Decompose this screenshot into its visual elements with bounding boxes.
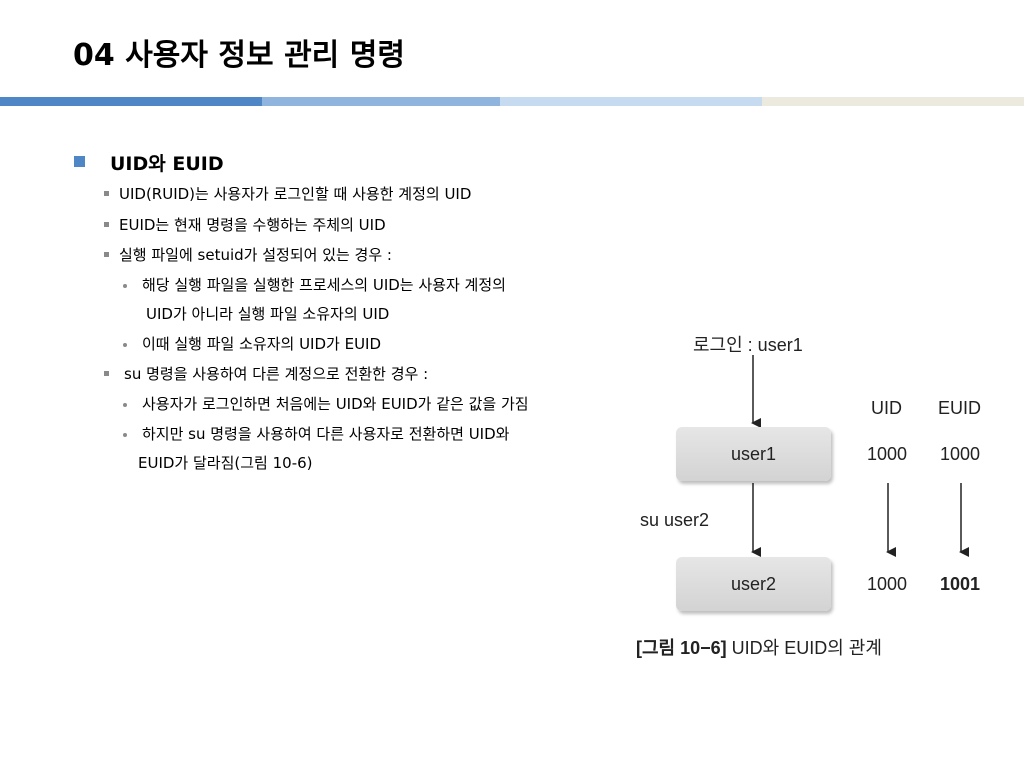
bullet-item: UID(RUID)는 사용자가 로그인할 때 사용한 계정의 UID xyxy=(119,185,472,203)
bullet-dot-icon xyxy=(123,284,127,288)
sub-bullet-item: 해당 실행 파일을 실행한 프로세스의 UID는 사용자 계정의 xyxy=(142,276,506,294)
slide-title: 04 사용자 정보 관리 명령 xyxy=(73,38,405,73)
bullet-item: 실행 파일에 setuid가 설정되어 있는 경우 : xyxy=(119,246,392,264)
user1-box: user1 xyxy=(676,427,831,481)
bullet-item: su 명령을 사용하여 다른 계정으로 전환한 경우 : xyxy=(124,365,429,383)
header-band-segment-1 xyxy=(0,97,262,106)
bullet-square-icon xyxy=(104,252,109,257)
bullet-square-icon xyxy=(104,371,109,376)
sub-bullet-item: 하지만 su 명령을 사용하여 다른 사용자로 전환하면 UID와 xyxy=(142,425,510,443)
header-band-segment-2 xyxy=(262,97,500,106)
bullet-dot-icon xyxy=(123,403,127,407)
bullet-square-icon xyxy=(104,191,109,196)
figure-caption-text: UID와 EUID의 관계 xyxy=(726,638,882,658)
diagram-arrows xyxy=(751,355,969,557)
figure-caption: [그림 10−6] UID와 EUID의 관계 xyxy=(636,634,882,660)
uid-euid-diagram: 로그인 : user1 UID EUID user1 1000 1000 su … xyxy=(620,320,1020,670)
sub-bullet-item: 이때 실행 파일 소유자의 UID가 EUID xyxy=(142,335,382,353)
header-band-segment-4 xyxy=(762,97,1024,106)
user2-box: user2 xyxy=(676,557,831,611)
sub-bullet-item-continued: EUID가 달라짐(그림 10-6) xyxy=(138,454,313,472)
sub-bullet-item: 사용자가 로그인하면 처음에는 UID와 EUID가 같은 값을 가짐 xyxy=(142,395,529,413)
euid-column-header: EUID xyxy=(938,398,982,418)
login-label: 로그인 : user1 xyxy=(693,335,803,355)
bullet-square-icon xyxy=(104,222,109,227)
uid-column-header: UID xyxy=(871,398,902,418)
bullet-dot-icon xyxy=(123,343,127,347)
heading-bullet-icon xyxy=(74,156,85,167)
content-heading: UID와 EUID xyxy=(110,153,224,175)
row2-euid-value: 1001 xyxy=(940,574,981,594)
header-band-segment-3 xyxy=(500,97,762,106)
row2-uid-value: 1000 xyxy=(867,574,908,594)
sub-bullet-item-continued: UID가 아니라 실행 파일 소유자의 UID xyxy=(146,305,390,323)
su-command-label: su user2 xyxy=(640,510,710,530)
bullet-dot-icon xyxy=(123,433,127,437)
bullet-item: EUID는 현재 명령을 수행하는 주체의 UID xyxy=(119,216,386,234)
row1-euid-value: 1000 xyxy=(940,444,981,464)
row1-uid-value: 1000 xyxy=(867,444,908,464)
figure-caption-number: [그림 10−6] xyxy=(636,638,727,658)
